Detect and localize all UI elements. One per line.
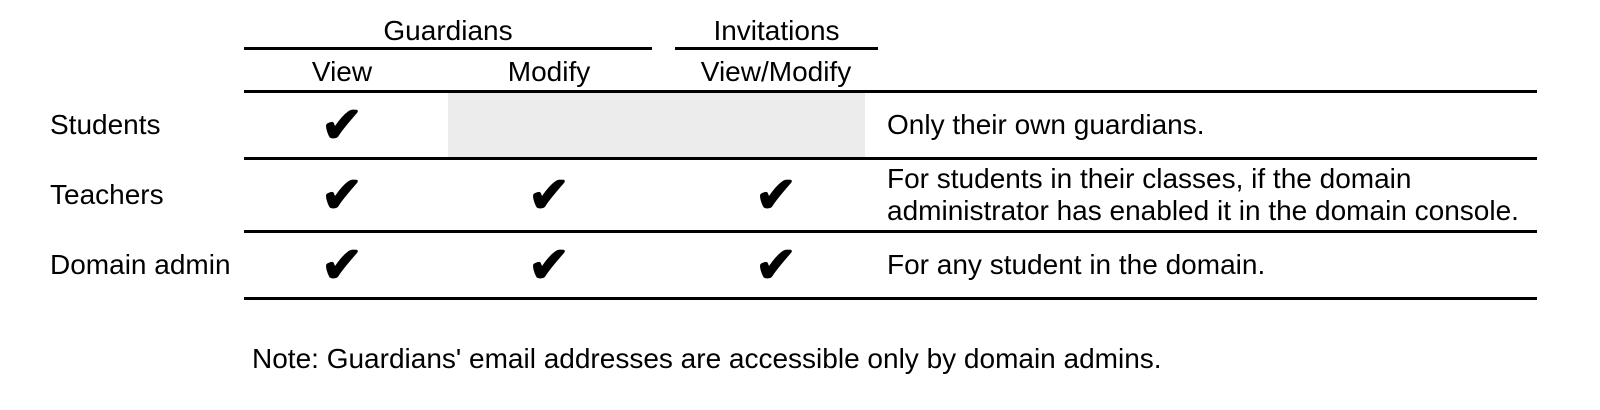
column-group-guardians: Guardians: [383, 15, 513, 46]
table-row-teachers: Teachers ✔ ✔ ✔ For students in their cla…: [0, 160, 1600, 230]
table-bottom-rule: [244, 297, 1537, 300]
guardians-underline: [244, 47, 652, 50]
column-header-view: View: [311, 56, 373, 87]
table-top-rule: [244, 90, 1537, 93]
row-label-students: Students: [50, 109, 161, 140]
row-separator: [244, 157, 1537, 160]
check-icon: ✔: [528, 237, 570, 293]
invitations-underline: [675, 47, 878, 50]
footnote: Note: Guardians' email addresses are acc…: [252, 343, 1162, 374]
check-icon: ✔: [528, 167, 570, 223]
row-note-students: Only their own guardians.: [887, 109, 1205, 140]
row-separator: [244, 230, 1537, 233]
row-note-domain-admin: For any student in the domain.: [887, 249, 1266, 280]
row-label-domain-admin: Domain admin: [50, 249, 231, 280]
column-header-view-modify: View/Modify: [700, 56, 852, 87]
column-group-invitations: Invitations: [713, 15, 840, 46]
row-note-teachers: For students in their classes, if the do…: [887, 163, 1519, 226]
disabled-cells-shade: [448, 93, 865, 157]
check-icon: ✔: [755, 237, 797, 293]
row-label-teachers: Teachers: [50, 179, 164, 210]
column-header-modify: Modify: [507, 56, 591, 87]
check-icon: ✔: [755, 167, 797, 223]
table-row-domain-admin: Domain admin ✔ ✔ ✔ For any student in th…: [0, 233, 1600, 297]
table-row-students: Students ✔ Only their own guardians.: [0, 93, 1600, 157]
check-icon: ✔: [321, 237, 363, 293]
check-icon: ✔: [321, 97, 363, 153]
check-icon: ✔: [321, 167, 363, 223]
